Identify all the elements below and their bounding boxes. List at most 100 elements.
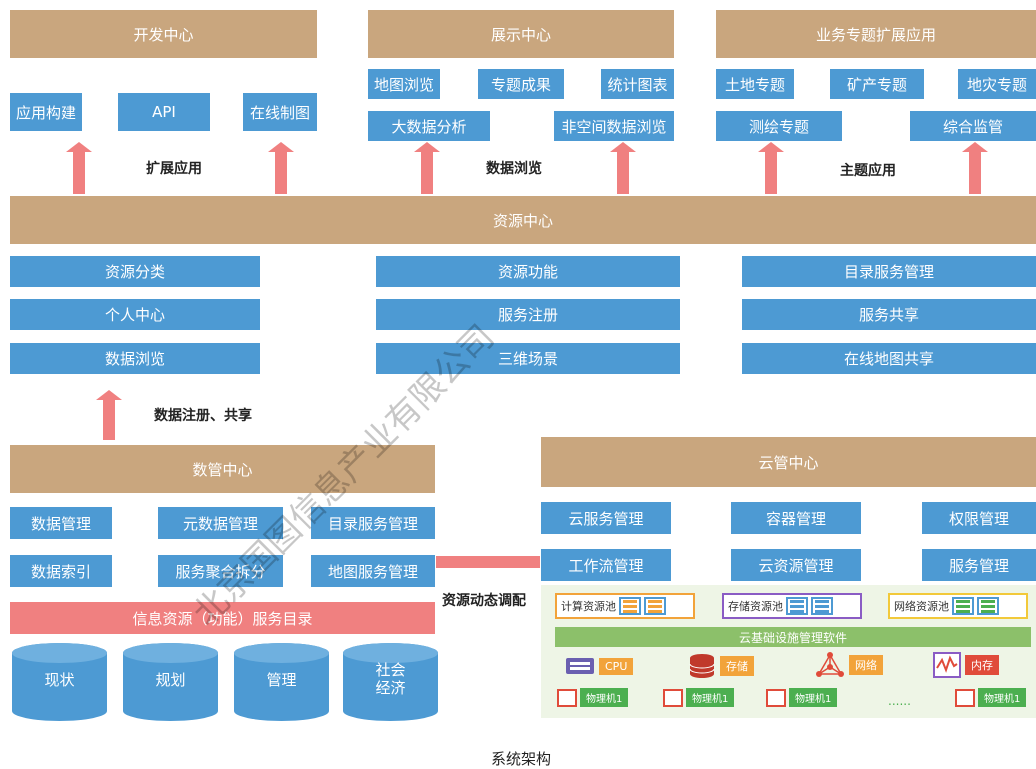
storage-pool: 存储资源池 xyxy=(722,593,862,619)
database-icon xyxy=(689,654,715,678)
resource-item-classify[interactable]: 资源分类 xyxy=(10,256,260,287)
cylinder-label: 规划 xyxy=(155,671,186,689)
figure-caption: 系统架构 xyxy=(491,750,552,768)
server-icon xyxy=(766,688,786,707)
label-data-browse: 数据浏览 xyxy=(486,161,542,177)
dev-center-header: 开发中心 xyxy=(10,10,317,58)
server-icon xyxy=(811,597,833,615)
memory-tag: 内存 xyxy=(965,655,999,675)
physical-machine: 物理机1 xyxy=(663,688,735,707)
server-icon xyxy=(644,597,666,615)
business-item-mineral[interactable]: 矿产专题 xyxy=(830,69,924,99)
database-cylinder: 社会 经济 xyxy=(343,643,438,721)
resource-item-online-map-share[interactable]: 在线地图共享 xyxy=(742,343,1036,374)
machine-label: 物理机1 xyxy=(789,688,838,707)
cylinder-label: 管理 xyxy=(266,671,297,689)
memory-resource: 内存 xyxy=(933,652,999,678)
machine-label: 物理机1 xyxy=(978,688,1027,707)
business-item-surveying[interactable]: 测绘专题 xyxy=(716,111,842,141)
business-item-geohazard[interactable]: 地灾专题 xyxy=(958,69,1036,99)
cloud-item-permission-manage[interactable]: 权限管理 xyxy=(922,502,1036,534)
network-tag: 网络 xyxy=(849,655,883,675)
ellipsis: ...... xyxy=(888,694,911,708)
label-dynamic-allocation: 资源动态调配 xyxy=(442,593,526,609)
display-item-bigdata-analysis[interactable]: 大数据分析 xyxy=(368,111,490,141)
cylinder-label: 现状 xyxy=(44,671,75,689)
data-center-header: 数管中心 xyxy=(10,445,435,493)
display-item-nonspatial-browse[interactable]: 非空间数据浏览 xyxy=(554,111,674,141)
business-center-header: 业务专题扩展应用 xyxy=(716,10,1036,58)
up-arrow xyxy=(414,142,440,194)
pool-label: 存储资源池 xyxy=(728,600,783,613)
business-item-supervision[interactable]: 综合监管 xyxy=(910,111,1036,141)
display-item-stat-charts[interactable]: 统计图表 xyxy=(601,69,674,99)
database-cylinder: 现状 xyxy=(12,643,107,721)
infrastructure-software-bar: 云基础设施管理软件 xyxy=(555,627,1031,647)
data-item-catalog-service[interactable]: 目录服务管理 xyxy=(311,507,435,539)
resource-item-data-browse[interactable]: 数据浏览 xyxy=(10,343,260,374)
service-catalog-bar: 信息资源（功能）服务目录 xyxy=(10,602,435,634)
data-item-index[interactable]: 数据索引 xyxy=(10,555,112,587)
machine-label: 物理机1 xyxy=(580,688,629,707)
memory-icon xyxy=(933,652,961,678)
physical-machine: 物理机1 xyxy=(557,688,629,707)
network-resource: 网络 xyxy=(815,652,883,678)
resource-item-catalog-service[interactable]: 目录服务管理 xyxy=(742,256,1036,287)
resource-item-service-register[interactable]: 服务注册 xyxy=(376,299,680,330)
cpu-tag: CPU xyxy=(599,657,634,675)
server-icon xyxy=(557,688,577,707)
label-theme-apps: 主题应用 xyxy=(840,163,896,179)
resource-item-personal-center[interactable]: 个人中心 xyxy=(10,299,260,330)
up-arrow xyxy=(962,142,988,194)
display-center-header: 展示中心 xyxy=(368,10,674,58)
data-item-metadata[interactable]: 元数据管理 xyxy=(158,507,283,539)
cloud-item-workflow-manage[interactable]: 工作流管理 xyxy=(541,549,671,581)
connector-bar xyxy=(436,556,540,568)
display-item-map-browse[interactable]: 地图浏览 xyxy=(368,69,440,99)
server-icon xyxy=(955,688,975,707)
cloud-item-container-manage[interactable]: 容器管理 xyxy=(731,502,861,534)
dev-item-app-build[interactable]: 应用构建 xyxy=(10,93,82,131)
network-icon xyxy=(816,652,844,677)
server-icon xyxy=(786,597,808,615)
physical-machine: 物理机1 xyxy=(955,688,1027,707)
cloud-item-service-manage[interactable]: 云服务管理 xyxy=(541,502,671,534)
database-cylinder: 管理 xyxy=(234,643,329,721)
compute-pool: 计算资源池 xyxy=(555,593,695,619)
cylinder-label: 社会 经济 xyxy=(375,661,406,697)
up-arrow xyxy=(610,142,636,194)
data-item-map-service[interactable]: 地图服务管理 xyxy=(311,555,435,587)
pool-label: 计算资源池 xyxy=(561,600,616,613)
data-item-manage[interactable]: 数据管理 xyxy=(10,507,112,539)
up-arrow xyxy=(758,142,784,194)
database-cylinder: 规划 xyxy=(123,643,218,721)
label-extend-apps: 扩展应用 xyxy=(146,161,202,177)
resource-item-3d-scene[interactable]: 三维场景 xyxy=(376,343,680,374)
pool-label: 网络资源池 xyxy=(894,600,949,613)
up-arrow xyxy=(96,390,122,440)
cloud-item-resource-manage[interactable]: 云资源管理 xyxy=(731,549,861,581)
cloud-item-service-manage-2[interactable]: 服务管理 xyxy=(922,549,1036,581)
server-icon xyxy=(977,597,999,615)
storage-tag: 存储 xyxy=(720,656,754,676)
cloud-center-header: 云管中心 xyxy=(541,437,1036,487)
dev-item-online-mapping[interactable]: 在线制图 xyxy=(243,93,317,131)
up-arrow xyxy=(268,142,294,194)
storage-resource: 存储 xyxy=(688,652,754,680)
dev-item-api[interactable]: API xyxy=(118,93,210,131)
server-icon xyxy=(952,597,974,615)
up-arrow xyxy=(66,142,92,194)
network-pool: 网络资源池 xyxy=(888,593,1028,619)
resource-item-functions[interactable]: 资源功能 xyxy=(376,256,680,287)
machine-label: 物理机1 xyxy=(686,688,735,707)
business-item-land[interactable]: 土地专题 xyxy=(716,69,794,99)
label-register-share: 数据注册、共享 xyxy=(154,408,252,424)
resource-center-header: 资源中心 xyxy=(10,196,1036,244)
cpu-icon xyxy=(566,658,594,674)
data-item-service-aggregate[interactable]: 服务聚合拆分 xyxy=(158,555,283,587)
resource-item-service-share[interactable]: 服务共享 xyxy=(742,299,1036,330)
physical-machine: 物理机1 xyxy=(766,688,838,707)
server-icon xyxy=(663,688,683,707)
cpu-resource: CPU xyxy=(565,655,634,677)
display-item-topic-results[interactable]: 专题成果 xyxy=(478,69,564,99)
